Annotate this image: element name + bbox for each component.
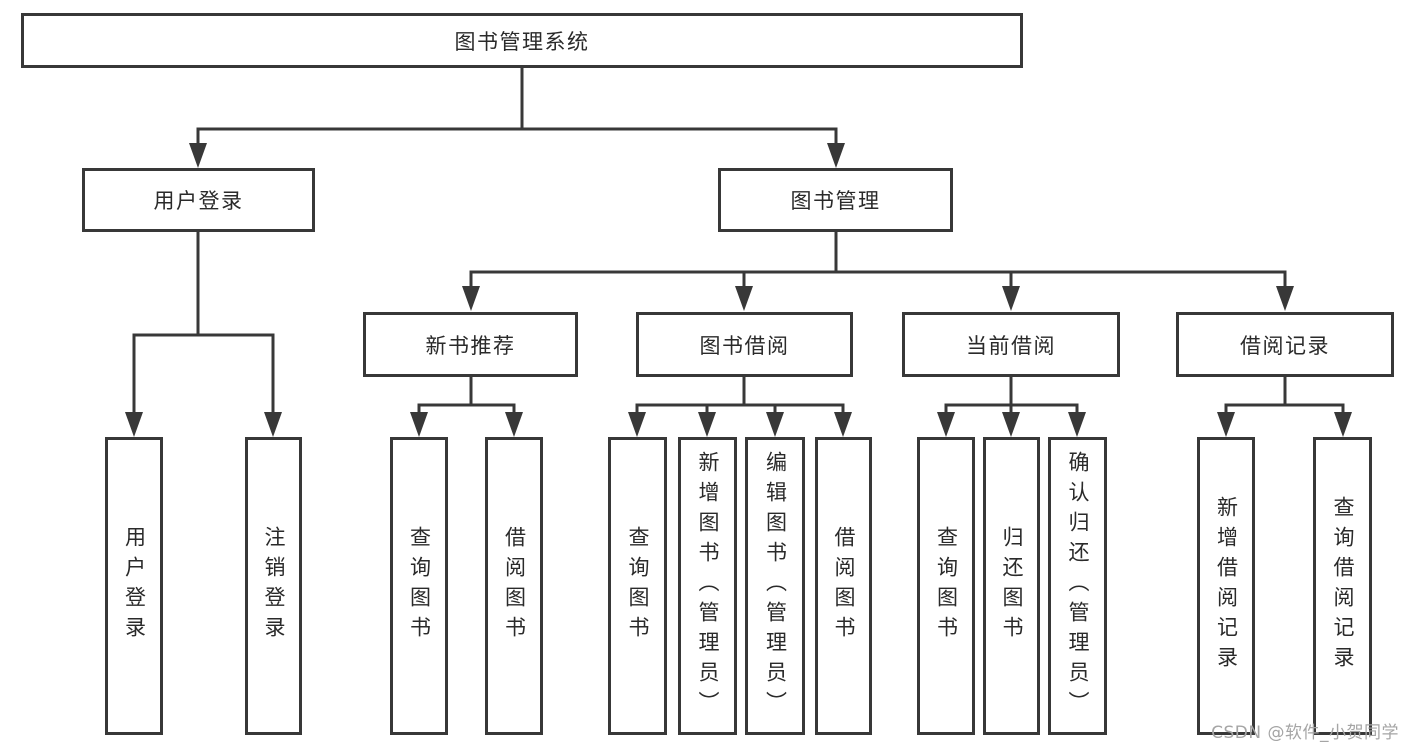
node-leaf-query-books-label: 查询图书 bbox=[407, 526, 432, 646]
node-borrow-records-label: 借阅记录 bbox=[1240, 333, 1330, 358]
node-leaf-borrow-books-2-label: 借阅图书 bbox=[832, 526, 857, 646]
node-leaf-return-books: 归还图书 bbox=[983, 437, 1040, 735]
node-user-login: 用户登录 bbox=[82, 168, 315, 232]
node-leaf-logout: 注销登录 bbox=[245, 437, 302, 735]
node-borrow-records: 借阅记录 bbox=[1176, 312, 1394, 377]
node-book-management: 图书管理 bbox=[718, 168, 953, 232]
node-leaf-edit-books-admin: 编辑图书（管理员） bbox=[745, 437, 805, 735]
node-leaf-query-books-2-label: 查询图书 bbox=[626, 526, 651, 646]
node-book-borrowing-label: 图书借阅 bbox=[699, 333, 790, 358]
node-leaf-confirm-return-admin-label: 确认归还（管理员） bbox=[1066, 451, 1091, 721]
node-leaf-add-borrow-record: 新增借阅记录 bbox=[1197, 437, 1255, 735]
node-current-borrowing-label: 当前借阅 bbox=[966, 333, 1056, 358]
node-book-borrowing: 图书借阅 bbox=[636, 312, 853, 377]
node-leaf-edit-books-admin-label: 编辑图书（管理员） bbox=[763, 451, 788, 721]
node-leaf-query-books-3: 查询图书 bbox=[917, 437, 975, 735]
node-leaf-logout-label: 注销登录 bbox=[262, 526, 287, 646]
node-leaf-borrow-books: 借阅图书 bbox=[485, 437, 543, 735]
node-library-system: 图书管理系统 bbox=[21, 13, 1023, 68]
node-leaf-query-borrow-record-label: 查询借阅记录 bbox=[1331, 496, 1356, 676]
node-leaf-borrow-books-label: 借阅图书 bbox=[502, 526, 527, 646]
node-book-management-label: 图书管理 bbox=[790, 189, 881, 213]
node-leaf-user-login-label: 用户登录 bbox=[122, 526, 147, 646]
node-new-book-recommend: 新书推荐 bbox=[363, 312, 578, 377]
node-new-book-recommend-label: 新书推荐 bbox=[425, 333, 516, 358]
node-current-borrowing: 当前借阅 bbox=[902, 312, 1120, 377]
node-user-login-label: 用户登录 bbox=[153, 189, 244, 213]
node-leaf-borrow-books-2: 借阅图书 bbox=[815, 437, 872, 735]
node-leaf-return-books-label: 归还图书 bbox=[1000, 526, 1025, 646]
node-leaf-add-borrow-record-label: 新增借阅记录 bbox=[1214, 496, 1239, 676]
node-leaf-query-borrow-record: 查询借阅记录 bbox=[1313, 437, 1372, 735]
node-library-system-label: 图书管理系统 bbox=[454, 29, 590, 54]
node-leaf-confirm-return-admin: 确认归还（管理员） bbox=[1048, 437, 1107, 735]
node-leaf-add-books-admin: 新增图书（管理员） bbox=[678, 437, 737, 735]
node-leaf-query-books: 查询图书 bbox=[390, 437, 448, 735]
node-leaf-add-books-admin-label: 新增图书（管理员） bbox=[696, 451, 721, 721]
node-leaf-query-books-2: 查询图书 bbox=[608, 437, 667, 735]
node-leaf-query-books-3-label: 查询图书 bbox=[934, 526, 959, 646]
node-leaf-user-login: 用户登录 bbox=[105, 437, 163, 735]
watermark-text: CSDN @软件_小贺同学 bbox=[1211, 723, 1399, 743]
